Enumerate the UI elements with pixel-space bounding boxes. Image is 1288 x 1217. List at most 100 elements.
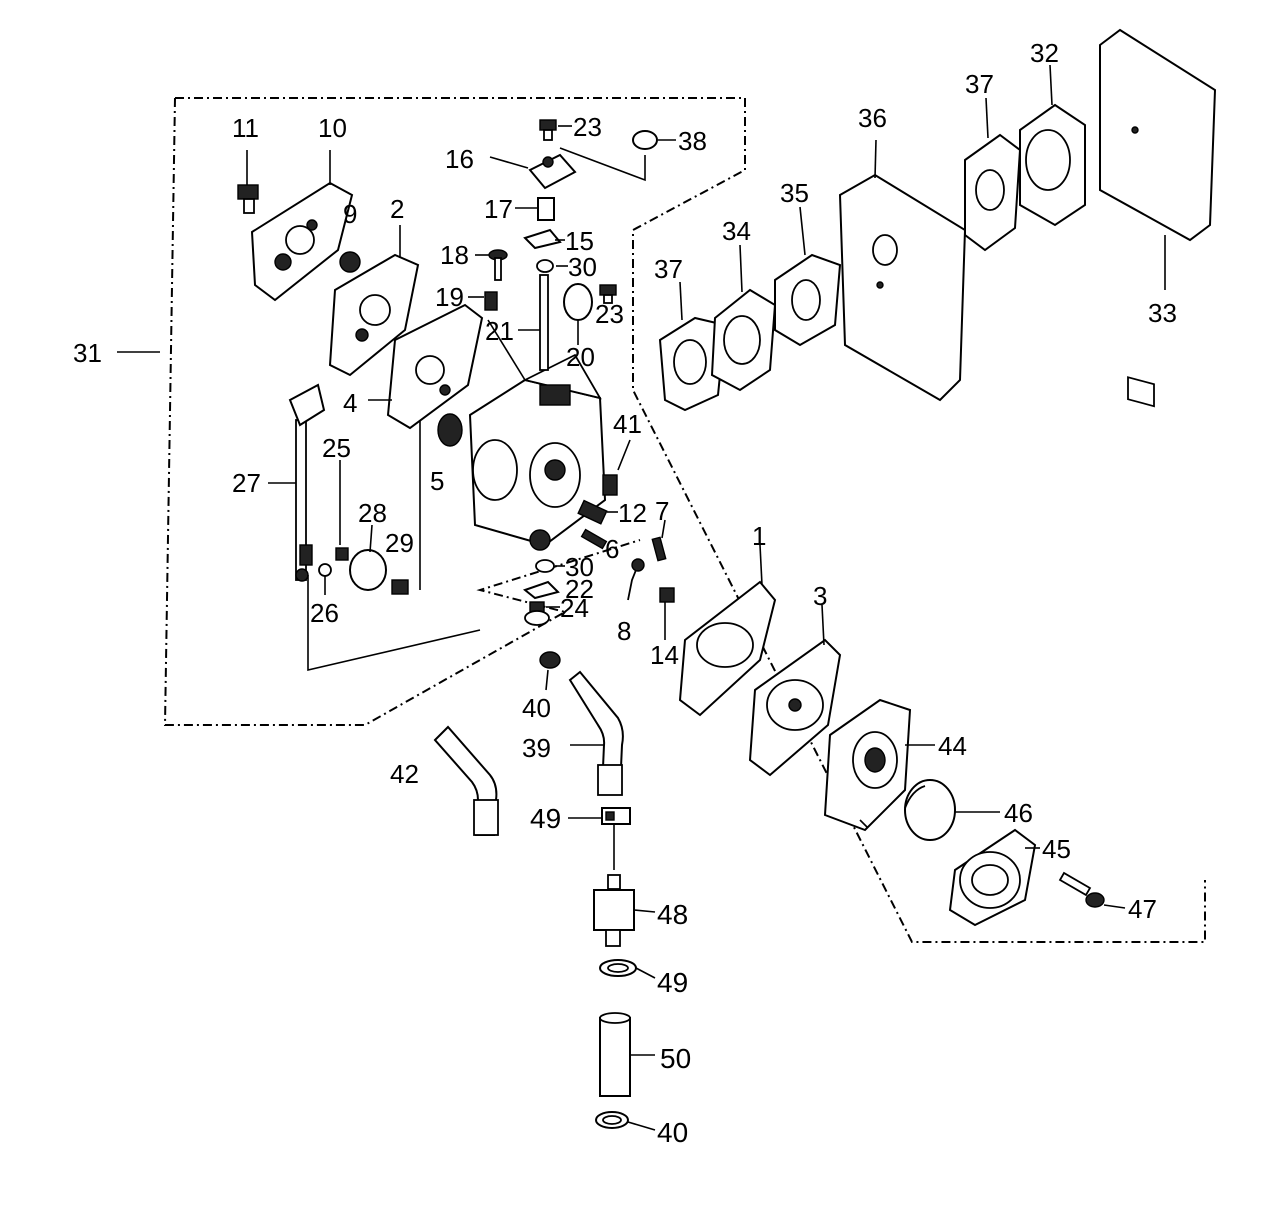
part-3-diaphragm bbox=[748, 638, 842, 777]
leader-38 bbox=[559, 147, 646, 182]
label-p31: 31 bbox=[73, 338, 102, 368]
part-26-ring bbox=[318, 563, 332, 577]
part-14-screw bbox=[659, 587, 675, 603]
part-16-arm bbox=[528, 153, 577, 190]
part-1-gasket bbox=[678, 580, 777, 717]
label-p41: 41 bbox=[613, 409, 642, 439]
part-46-filter-cup bbox=[904, 779, 956, 841]
carburetor-body bbox=[468, 353, 607, 551]
label-p32: 32 bbox=[1030, 38, 1059, 68]
label-p36: 36 bbox=[858, 103, 887, 133]
label-p44: 44 bbox=[938, 731, 967, 761]
label-p21: 21 bbox=[485, 316, 514, 346]
label-p5: 5 bbox=[430, 466, 444, 496]
part-40-clip-top bbox=[539, 651, 561, 669]
label-p35: 35 bbox=[780, 178, 809, 208]
part-22-lever bbox=[522, 580, 560, 600]
label-p23a: 23 bbox=[573, 112, 602, 142]
label-p2: 2 bbox=[390, 194, 404, 224]
part-32-flange bbox=[1019, 103, 1086, 227]
part-4-diaphragm bbox=[386, 303, 484, 430]
label-p20: 20 bbox=[566, 342, 595, 372]
part-37-gasket-left bbox=[658, 316, 727, 412]
label-p14: 14 bbox=[650, 640, 679, 670]
label-p12: 12 bbox=[618, 498, 647, 528]
part-2-gasket bbox=[328, 253, 420, 377]
label-p19: 19 bbox=[435, 282, 464, 312]
label-p30b: 30 bbox=[565, 552, 594, 582]
part-36-plate bbox=[838, 173, 967, 402]
label-p40b: 40 bbox=[657, 1117, 688, 1148]
part-37-gasket-right bbox=[964, 133, 1022, 252]
part-19-spring bbox=[484, 291, 498, 311]
part-45-cover bbox=[948, 828, 1037, 927]
label-p38: 38 bbox=[678, 126, 707, 156]
part-30-washer-low bbox=[535, 559, 555, 573]
label-p27: 27 bbox=[232, 468, 261, 498]
part-27-throttle-shaft bbox=[288, 383, 326, 582]
part-24-fitting bbox=[524, 601, 550, 626]
part-25-screw bbox=[335, 547, 349, 561]
part-44-pump-cover bbox=[823, 698, 912, 832]
label-p23b: 23 bbox=[595, 299, 624, 329]
label-p29: 29 bbox=[385, 528, 414, 558]
part-6-pin bbox=[580, 528, 608, 550]
label-p3: 3 bbox=[813, 581, 827, 611]
leader-throttle bbox=[307, 575, 481, 672]
label-p26: 26 bbox=[310, 598, 339, 628]
part-30-washer-top bbox=[536, 259, 554, 273]
part-48-fuel-filter bbox=[593, 874, 635, 947]
label-p49a: 49 bbox=[530, 803, 561, 834]
part-29-screw bbox=[391, 579, 409, 595]
part-23-screw-mid bbox=[599, 284, 617, 304]
label-p18: 18 bbox=[440, 240, 469, 270]
part-23-screw-top bbox=[539, 119, 557, 141]
part-42-hose bbox=[433, 725, 499, 836]
label-p46: 46 bbox=[1004, 798, 1033, 828]
label-p37b: 37 bbox=[965, 69, 994, 99]
part-39-fuel-line bbox=[568, 670, 624, 796]
label-p9: 9 bbox=[343, 199, 357, 229]
label-p1: 1 bbox=[752, 521, 766, 551]
part-49-clip-bottom bbox=[599, 959, 637, 977]
label-p17: 17 bbox=[484, 194, 513, 224]
label-p42: 42 bbox=[390, 759, 419, 789]
part-28-throttle-plate bbox=[349, 549, 387, 591]
label-p7: 7 bbox=[655, 496, 669, 526]
part-9-check-valve bbox=[339, 251, 361, 273]
label-p47: 47 bbox=[1128, 894, 1157, 924]
assembly-boundary-31-left bbox=[163, 97, 641, 726]
part-50-tube bbox=[599, 1012, 631, 1097]
part-38-cap bbox=[632, 130, 658, 150]
label-p33: 33 bbox=[1148, 298, 1177, 328]
part-10-cover-plate bbox=[250, 181, 354, 302]
label-p6: 6 bbox=[605, 534, 619, 564]
part-41-needle bbox=[602, 474, 618, 496]
part-33-filter-plate bbox=[1099, 28, 1217, 408]
part-21-choke-shaft bbox=[539, 274, 549, 371]
label-p22: 22 bbox=[565, 574, 594, 604]
label-p48: 48 bbox=[657, 899, 688, 930]
label-p49b: 49 bbox=[657, 967, 688, 998]
label-p10: 10 bbox=[318, 113, 347, 143]
label-p16: 16 bbox=[445, 144, 474, 174]
label-p50: 50 bbox=[660, 1043, 691, 1074]
part-35-gasket bbox=[774, 253, 842, 347]
label-p40a: 40 bbox=[522, 693, 551, 723]
part-18-screw bbox=[488, 249, 508, 281]
part-8-metering-lever bbox=[627, 558, 645, 601]
part-15-lever bbox=[523, 228, 562, 250]
part-17-spacer bbox=[537, 197, 555, 221]
assembly-boundary-31 bbox=[175, 97, 1206, 943]
part-34-spacer bbox=[710, 288, 777, 392]
label-p34: 34 bbox=[722, 216, 751, 246]
label-p11: 11 bbox=[232, 113, 259, 143]
label-p4: 4 bbox=[343, 388, 357, 418]
label-p25: 25 bbox=[322, 433, 351, 463]
part-7-pin bbox=[651, 536, 667, 562]
label-p45: 45 bbox=[1042, 834, 1071, 864]
part-5-seal bbox=[437, 413, 463, 447]
label-p37a: 37 bbox=[654, 254, 683, 284]
